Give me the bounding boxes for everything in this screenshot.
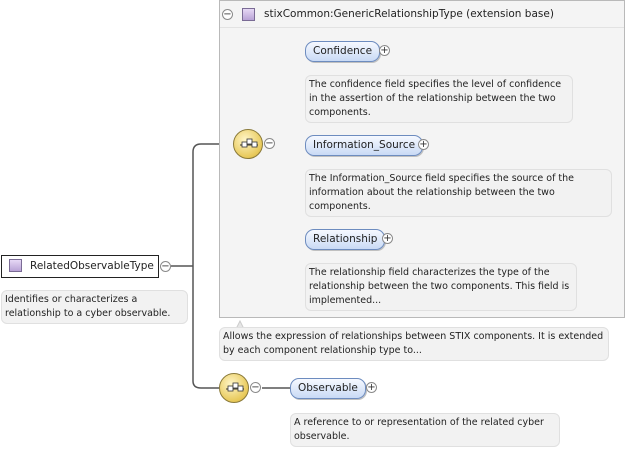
- extension-doc: Allows the expression of relationships b…: [219, 327, 609, 361]
- complex-type-icon: [9, 259, 22, 272]
- information-source-doc: The Information_Source field specifies t…: [305, 169, 612, 217]
- relationship-doc: The relationship field characterizes the…: [305, 263, 577, 311]
- information-source-expand-icon[interactable]: +: [418, 139, 429, 150]
- confidence-expand-icon[interactable]: +: [379, 45, 390, 56]
- observable-expand-icon[interactable]: +: [366, 382, 377, 393]
- element-confidence[interactable]: Confidence: [305, 41, 381, 62]
- extension-title: stixCommon:GenericRelationshipType (exte…: [264, 8, 554, 20]
- sequence-compositor-icon-2[interactable]: [219, 373, 249, 403]
- confidence-doc: The confidence field specifies the level…: [305, 75, 573, 123]
- element-information-source[interactable]: Information_Source: [305, 135, 424, 156]
- root-doc: Identifies or characterizes a relationsh…: [1, 290, 188, 324]
- sequence-2-collapse-icon[interactable]: −: [250, 382, 261, 393]
- sequence-compositor-icon[interactable]: [233, 129, 263, 159]
- extension-separator: [220, 27, 624, 28]
- observable-doc: A reference to or representation of the …: [290, 413, 560, 447]
- complex-type-icon: [242, 8, 255, 21]
- element-relationship[interactable]: Relationship: [305, 229, 386, 250]
- extension-collapse-icon[interactable]: −: [222, 9, 233, 20]
- sequence-glyph-icon: [240, 138, 258, 148]
- sequence-glyph-icon: [226, 382, 244, 392]
- element-observable[interactable]: Observable: [290, 378, 366, 399]
- related-observable-type[interactable]: RelatedObservableType: [1, 255, 159, 278]
- sequence-collapse-icon[interactable]: −: [264, 138, 275, 149]
- relationship-expand-icon[interactable]: +: [382, 233, 393, 244]
- root-collapse-icon[interactable]: −: [160, 261, 171, 272]
